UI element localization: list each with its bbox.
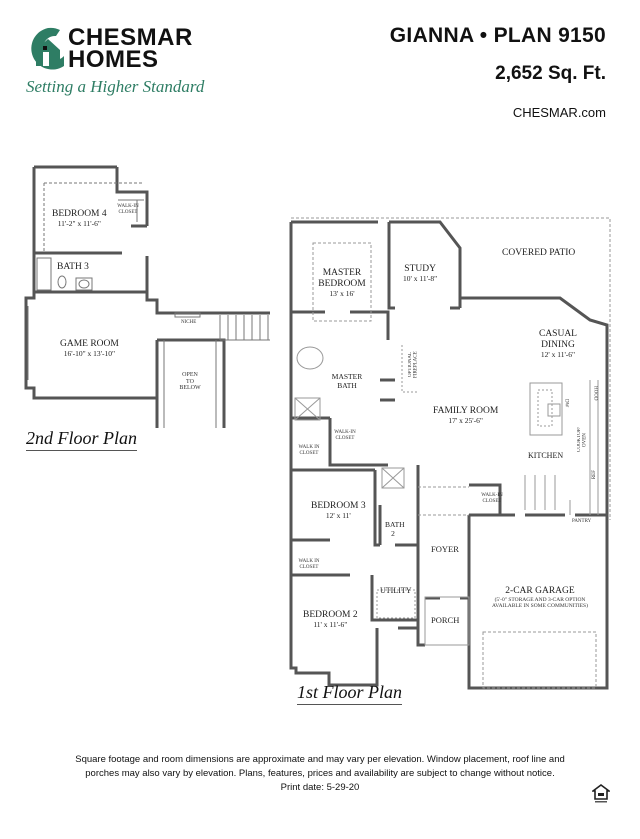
room-casual-dining: CASUAL DINING 12' x 11'-6" <box>538 329 577 359</box>
label-dishwasher: DW <box>563 399 569 408</box>
label-open-to-below: OPEN TO BELOW <box>179 372 201 392</box>
brand-name-line1: CHESMAR <box>68 24 193 51</box>
disclaimer: Square footage and room dimensions are a… <box>0 753 640 795</box>
room-study: STUDY 10' x 11'-8" <box>403 264 438 283</box>
chesmar-logo: CHESMAR HOMES <box>26 22 226 102</box>
label-pantry: PANTRY <box>572 519 592 524</box>
room-utility: UTILITY <box>380 586 412 595</box>
room-bedroom-4: BEDROOM 4 11'-2" x 11'-6" <box>52 209 107 228</box>
label-walk-in-closet-2nd: WALK-IN CLOSET <box>117 204 139 215</box>
label-refrigerator: REF <box>592 470 597 480</box>
room-bedroom-3: BEDROOM 3 12' x 11' <box>311 501 366 520</box>
room-bedroom-2: BEDROOM 2 11' x 11'-6" <box>303 610 358 629</box>
second-floor-plan-label: 2nd Floor Plan <box>26 428 137 451</box>
first-floor-plan-label: 1st Floor Plan <box>297 682 403 705</box>
disclaimer-line-1: Square footage and room dimensions are a… <box>75 754 565 765</box>
label-walk-in-closet-left: WALK IN CLOSET <box>298 445 320 456</box>
label-walk-in-closet-bed2: WALK IN CLOSET <box>298 559 320 570</box>
room-bath-2: BATH 2 <box>385 520 405 538</box>
brand-name-line2: HOMES <box>68 46 159 73</box>
room-master-bedroom: MASTER BEDROOM 13' x 16' <box>318 268 366 298</box>
label-cooktop-oven: COOKTOP/ OVEN <box>577 427 588 453</box>
website-link[interactable]: CHESMAR.com <box>512 105 606 120</box>
room-foyer: FOYER <box>431 544 459 554</box>
brand-tagline: Setting a Higher Standard <box>26 77 205 96</box>
label-hood: HOOD <box>592 386 598 401</box>
label-walk-in-closet-kitchen: WALK-IN CLOSET <box>481 493 503 504</box>
label-niche: NICHE <box>181 320 197 325</box>
chesmar-house-c-icon <box>31 27 64 70</box>
label-walk-in-closet-master: WALK-IN CLOSET <box>334 430 356 441</box>
equal-housing-opportunity-icon <box>592 784 610 803</box>
print-date: Print date: 5-29-20 <box>280 782 360 793</box>
room-game-room: GAME ROOM 16'-10" x 13'-10" <box>60 339 119 358</box>
label-optional-fireplace: OPTIONAL FIREPLACE <box>408 351 419 379</box>
room-family-room: FAMILY ROOM 17' x 25'-6" <box>433 406 499 425</box>
room-2-car-garage: 2-CAR GARAGE (5'-0" STORAGE AND 3-CAR OP… <box>492 586 588 609</box>
plan-square-feet: 2,652 Sq. Ft. <box>495 63 606 84</box>
room-kitchen: KITCHEN <box>528 451 564 460</box>
room-covered-patio: COVERED PATIO <box>502 248 576 258</box>
disclaimer-line-2: porches may also vary by elevation. Plan… <box>85 768 555 779</box>
room-porch: PORCH <box>431 615 460 625</box>
plan-title: GIANNA • PLAN 9150 <box>389 24 606 47</box>
room-master-bath: MASTER BATH <box>331 372 363 390</box>
room-bath-3: BATH 3 <box>57 262 89 272</box>
